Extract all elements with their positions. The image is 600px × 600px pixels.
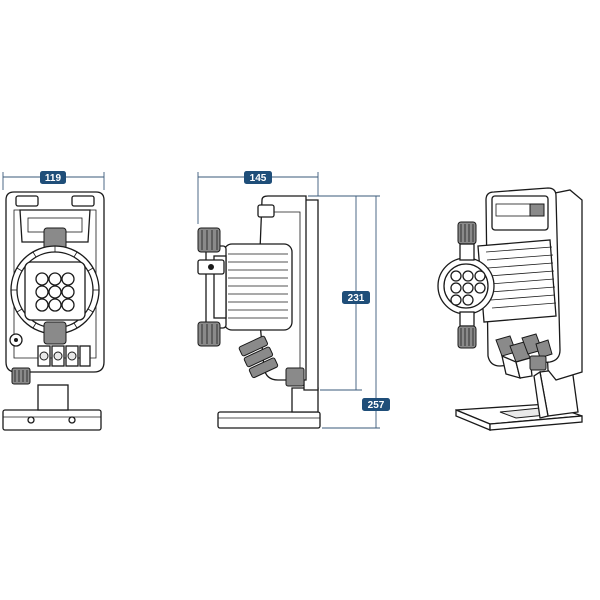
front-view: 119 (2, 171, 105, 431)
dim-height-body: 231 (348, 293, 365, 304)
side-view: 145 231 257 (197, 171, 390, 429)
dim-width-front: 119 (45, 173, 62, 184)
isometric-view (437, 187, 583, 431)
dim-height-total: 257 (368, 400, 385, 411)
dim-depth-side: 145 (250, 173, 267, 184)
